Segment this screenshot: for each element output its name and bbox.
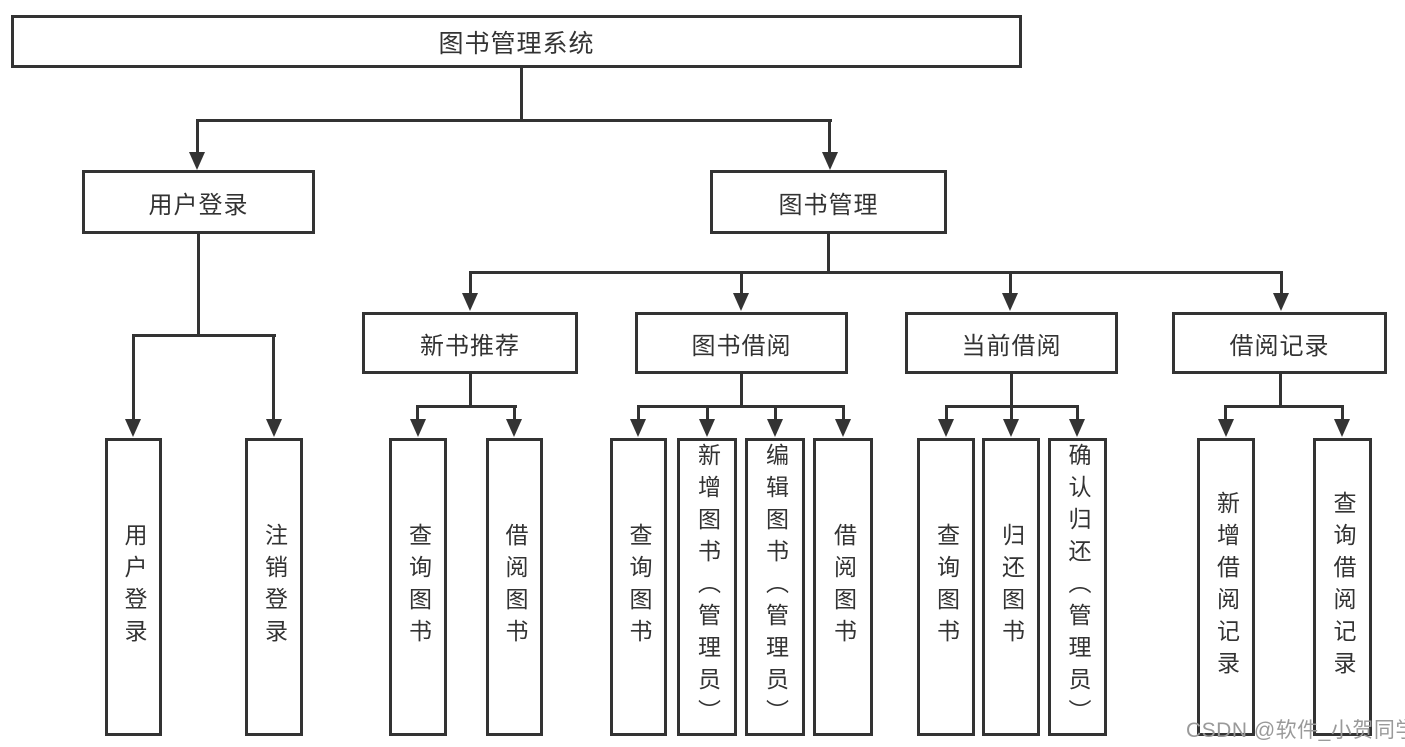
edge-line (827, 234, 830, 274)
edge-line (1076, 405, 1079, 420)
leaf-add-borrow-record-label: 新增借阅记录 (1213, 491, 1240, 683)
leaf-add-book-admin: 新增图书（管理员） (677, 438, 737, 736)
leaf-logout-label: 注销登录 (261, 523, 288, 651)
edge-line (416, 405, 517, 408)
arrow-down-icon (938, 419, 954, 437)
arrow-down-icon (125, 419, 141, 437)
csdn-watermark: CSDN @软件_小贺同学 (1186, 719, 1405, 742)
arrow-down-icon (266, 419, 282, 437)
leaf-return-book-label: 归还图书 (998, 523, 1025, 651)
node-borrow-record: 借阅记录 (1172, 312, 1387, 374)
arrow-down-icon (462, 293, 478, 311)
edge-line (469, 374, 472, 408)
arrow-down-icon (189, 152, 205, 170)
edge-line (740, 271, 743, 296)
edge-line (637, 405, 845, 408)
edge-line (1010, 405, 1013, 420)
edge-line (196, 119, 832, 122)
edge-line (706, 405, 709, 420)
edge-line (1279, 374, 1282, 408)
leaf-user-login: 用户登录 (105, 438, 162, 736)
arrow-down-icon (1069, 419, 1085, 437)
leaf-query-book-2: 查询图书 (610, 438, 667, 736)
leaf-confirm-return-admin: 确认归还（管理员） (1048, 438, 1107, 736)
edge-line (272, 334, 275, 421)
edge-line (132, 334, 135, 421)
leaf-add-book-admin-label: 新增图书（管理员） (694, 443, 721, 731)
leaf-user-login-label: 用户登录 (121, 523, 147, 651)
leaf-query-book-1-label: 查询图书 (405, 523, 432, 651)
edge-line (1224, 405, 1344, 408)
arrow-down-icon (630, 419, 646, 437)
edge-line (469, 271, 472, 296)
arrow-down-icon (835, 419, 851, 437)
node-borrow-record-label: 借阅记录 (1229, 332, 1330, 360)
arrow-down-icon (1334, 419, 1350, 437)
leaf-return-book: 归还图书 (982, 438, 1040, 736)
edge-line (469, 271, 1283, 274)
leaf-edit-book-admin: 编辑图书（管理员） (745, 438, 805, 736)
leaf-borrow-book-2: 借阅图书 (813, 438, 873, 736)
edge-line (637, 405, 640, 420)
arrow-down-icon (733, 293, 749, 311)
arrow-down-icon (767, 419, 783, 437)
node-book-management-label: 图书管理 (778, 191, 879, 219)
arrow-down-icon (699, 419, 715, 437)
node-book-management: 图书管理 (710, 170, 947, 234)
edge-line (513, 405, 516, 420)
edge-line (520, 67, 523, 121)
arrow-down-icon (1002, 293, 1018, 311)
edge-line (416, 405, 419, 420)
arrow-down-icon (1003, 419, 1019, 437)
edge-line (1224, 405, 1227, 420)
edge-line (740, 374, 743, 408)
node-root-label: 图书管理系统 (438, 29, 595, 58)
arrow-down-icon (506, 419, 522, 437)
leaf-borrow-book-2-label: 借阅图书 (830, 523, 857, 651)
leaf-query-book-1: 查询图书 (389, 438, 447, 736)
leaf-logout: 注销登录 (245, 438, 303, 736)
leaf-query-book-3-label: 查询图书 (933, 523, 960, 651)
node-current-borrow: 当前借阅 (905, 312, 1118, 374)
leaf-borrow-book-1-label: 借阅图书 (502, 523, 528, 651)
edge-line (1009, 271, 1012, 296)
leaf-confirm-return-admin-label: 确认归还（管理员） (1065, 443, 1091, 731)
leaf-query-borrow-record: 查询借阅记录 (1313, 438, 1372, 736)
leaf-edit-book-admin-label: 编辑图书（管理员） (762, 443, 789, 731)
edge-line (945, 405, 948, 420)
leaf-borrow-book-1: 借阅图书 (486, 438, 543, 736)
arrow-down-icon (1218, 419, 1234, 437)
node-current-borrow-label: 当前借阅 (961, 332, 1062, 360)
leaf-query-book-2-label: 查询图书 (626, 523, 652, 651)
node-root: 图书管理系统 (11, 15, 1022, 68)
edge-line (196, 119, 199, 155)
edge-line (774, 405, 777, 420)
edge-line (842, 405, 845, 420)
node-user-login-label: 用户登录 (148, 191, 249, 219)
node-book-borrow-label: 图书借阅 (691, 332, 792, 360)
edge-line (1280, 271, 1283, 296)
edge-line (1010, 374, 1013, 408)
edge-line (1341, 405, 1344, 420)
edge-line (132, 334, 276, 337)
leaf-add-borrow-record: 新增借阅记录 (1197, 438, 1255, 736)
node-new-book-recommend: 新书推荐 (362, 312, 578, 374)
edge-line (828, 119, 831, 155)
arrow-down-icon (822, 152, 838, 170)
arrow-down-icon (410, 419, 426, 437)
leaf-query-borrow-record-label: 查询借阅记录 (1330, 491, 1356, 683)
arrow-down-icon (1273, 293, 1289, 311)
node-book-borrow: 图书借阅 (635, 312, 848, 374)
leaf-query-book-3: 查询图书 (917, 438, 975, 736)
node-user-login: 用户登录 (82, 170, 315, 234)
node-new-book-recommend-label: 新书推荐 (420, 332, 520, 360)
edge-line (197, 234, 200, 337)
